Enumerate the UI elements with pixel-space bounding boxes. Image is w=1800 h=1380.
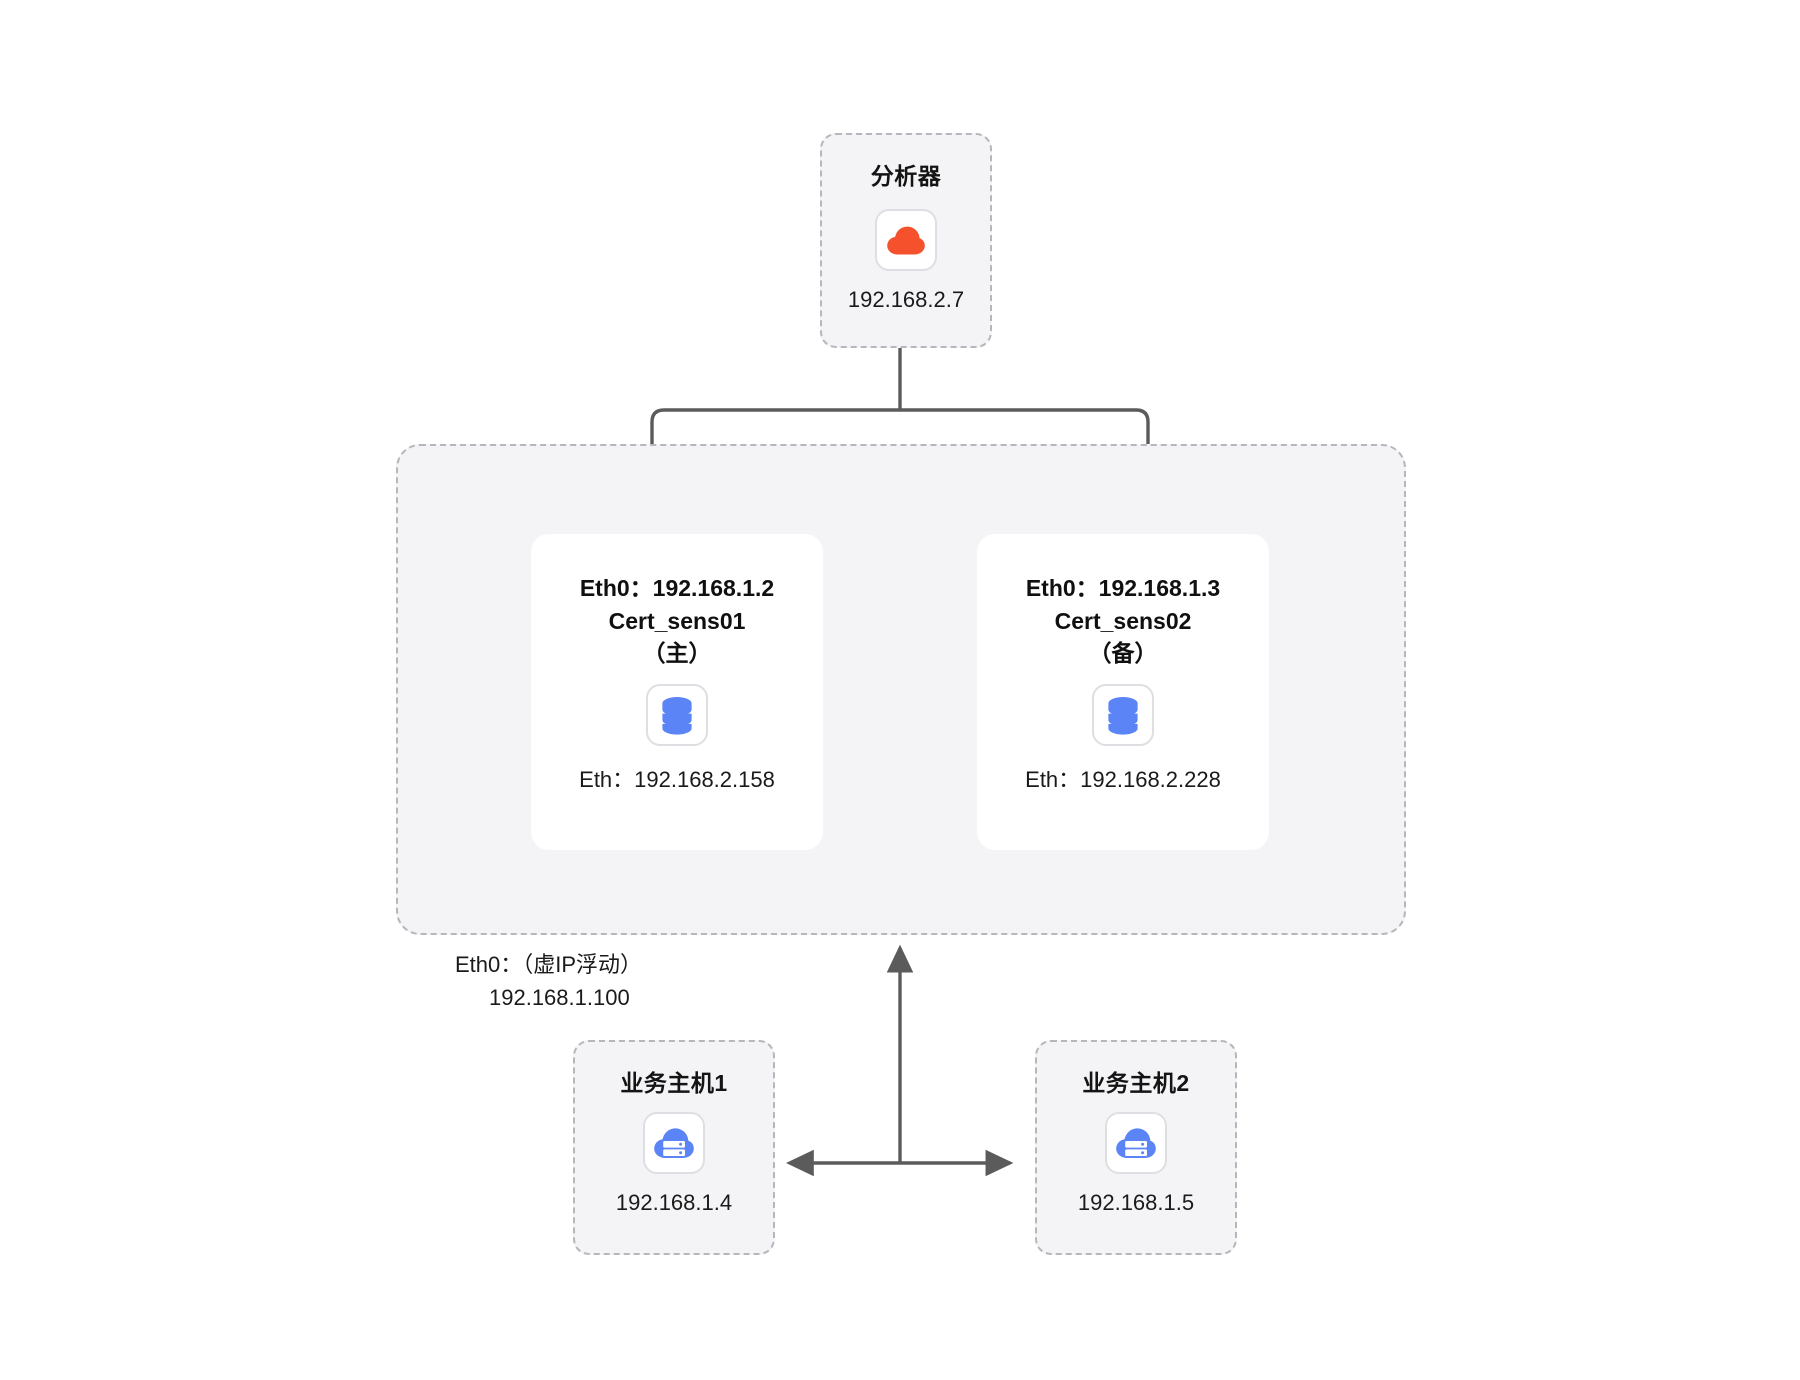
cloud-icon bbox=[887, 226, 925, 255]
sensor-card-backup[interactable]: Eth0：192.168.1.3 Cert_sens02 （备） Eth：192… bbox=[977, 534, 1269, 850]
server-cloud-icon bbox=[654, 1128, 694, 1158]
database-icon-tile-backup bbox=[1092, 683, 1154, 746]
server-cloud-icon bbox=[1116, 1128, 1156, 1158]
server-cloud-icon-tile-1 bbox=[643, 1112, 705, 1174]
business-host-2-node[interactable]: 业务主机2 192.168.1.5 bbox=[1035, 1040, 1237, 1255]
sensor-primary-name: Cert_sens01 bbox=[608, 607, 746, 634]
database-icon-tile-primary bbox=[646, 683, 708, 746]
database-icon bbox=[1108, 696, 1138, 735]
business-host-2-title: 业务主机2 bbox=[1082, 1070, 1190, 1096]
virtual-ip-label: Eth0：（虚IP浮动） 192.168.1.100 bbox=[455, 948, 642, 1014]
sensor-primary-role: （主） bbox=[642, 640, 712, 667]
sensor-backup-role: （备） bbox=[1088, 640, 1158, 667]
database-icon bbox=[662, 696, 692, 735]
cloud-icon-tile bbox=[875, 209, 937, 271]
business-host-1-node[interactable]: 业务主机1 192.168.1.4 bbox=[573, 1040, 775, 1255]
analyzer-node[interactable]: 分析器 192.168.2.7 bbox=[820, 133, 992, 348]
sensor-backup-name: Cert_sens02 bbox=[1054, 607, 1192, 634]
analyzer-title: 分析器 bbox=[870, 163, 942, 189]
sensor-primary-eth0: Eth0：192.168.1.2 bbox=[579, 575, 775, 601]
analyzer-ip: 192.168.2.7 bbox=[847, 287, 965, 312]
sensor-primary-eth: Eth：192.168.2.158 bbox=[579, 766, 775, 792]
business-host-1-title: 业务主机1 bbox=[620, 1070, 728, 1096]
sensor-backup-eth: Eth：192.168.2.228 bbox=[1025, 766, 1221, 792]
business-host-1-ip: 192.168.1.4 bbox=[615, 1190, 733, 1215]
virtual-ip-line2: 192.168.1.100 bbox=[489, 985, 630, 1010]
server-cloud-icon-tile-2 bbox=[1105, 1112, 1167, 1174]
virtual-ip-line1: Eth0：（虚IP浮动） bbox=[455, 952, 643, 977]
sensor-card-primary[interactable]: Eth0：192.168.1.2 Cert_sens01 （主） Eth：192… bbox=[531, 534, 823, 850]
sensor-backup-eth0: Eth0：192.168.1.3 bbox=[1025, 575, 1221, 601]
business-host-2-ip: 192.168.1.5 bbox=[1077, 1190, 1195, 1215]
